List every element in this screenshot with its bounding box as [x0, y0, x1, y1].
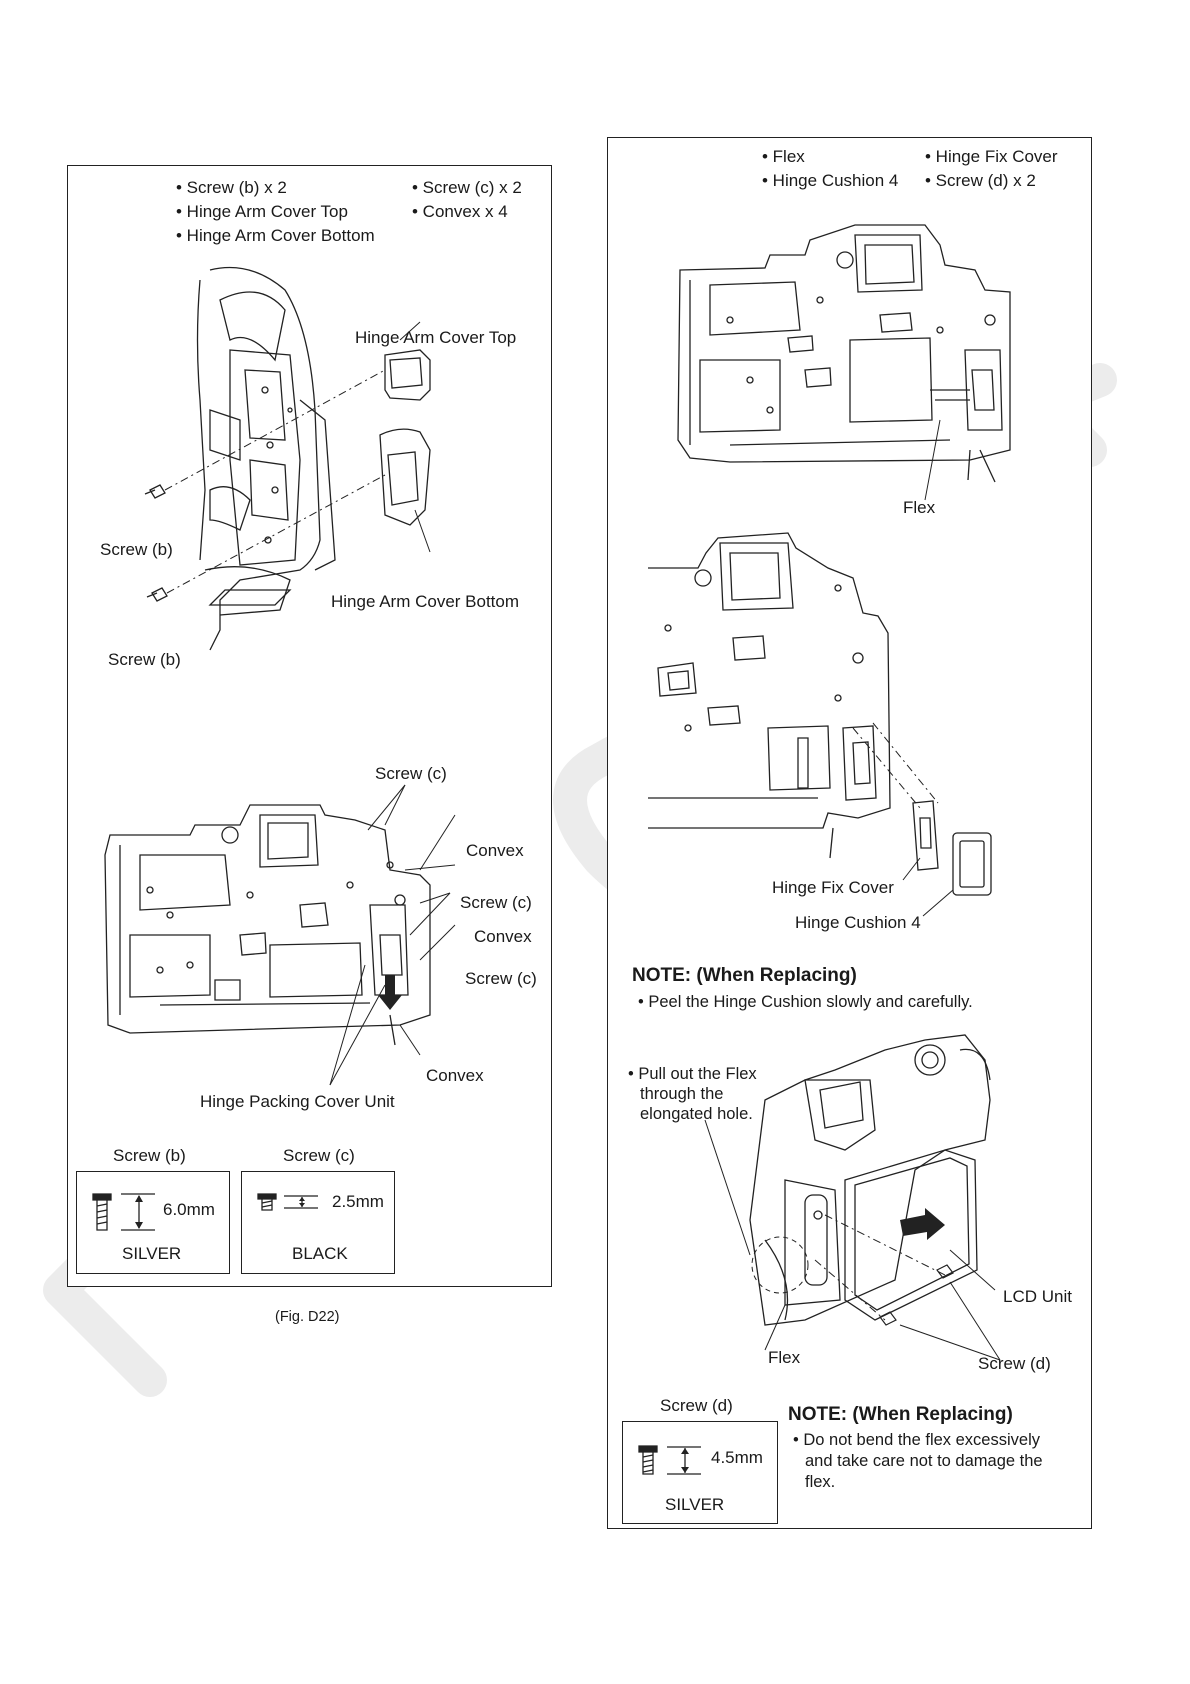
- screw-spec-box: 6.0mm SILVER: [76, 1171, 230, 1274]
- pointer-line: [700, 1120, 760, 1260]
- label-convex: Convex: [474, 927, 532, 946]
- spec-color: BLACK: [292, 1244, 348, 1263]
- label-hinge-fix-cover: Hinge Fix Cover: [772, 878, 894, 897]
- screw-spec-box: 2.5mm BLACK: [241, 1171, 395, 1274]
- spec-color: SILVER: [122, 1244, 182, 1263]
- pull-out-flex-note: • Pull out the Flex through the elongate…: [628, 1065, 757, 1123]
- parts-list-item: • Hinge Arm Cover Bottom: [176, 226, 375, 245]
- spec-title: Screw (b): [113, 1146, 186, 1165]
- parts-list-item: • Hinge Cushion 4: [762, 171, 899, 190]
- figure-caption: (Fig. D22): [275, 1309, 340, 1325]
- hinge-arm-drawing: [100, 260, 540, 680]
- label-screw-d: Screw (d): [978, 1354, 1051, 1373]
- parts-list-item: • Flex: [762, 147, 805, 166]
- camera-body-drawing: [100, 795, 460, 1055]
- label-convex: Convex: [426, 1066, 484, 1085]
- parts-list-item: • Convex x 4: [412, 202, 508, 221]
- parts-list-item: • Screw (b) x 2: [176, 178, 287, 197]
- spec-size: 4.5mm: [711, 1448, 763, 1467]
- screw-icon: [91, 1192, 171, 1236]
- camera-body-rear-drawing: [670, 220, 1020, 510]
- label-flex: Flex: [903, 498, 936, 517]
- note-title: NOTE: (When Replacing): [788, 1404, 1013, 1425]
- screw-icon: [637, 1444, 717, 1484]
- camera-body-detail-drawing: [648, 528, 1008, 868]
- label-flex: Flex: [768, 1348, 801, 1367]
- label-screw-b: Screw (b): [108, 650, 181, 669]
- parts-list-item: • Hinge Fix Cover: [925, 147, 1058, 166]
- spec-color: SILVER: [665, 1495, 725, 1514]
- spec-title: Screw (d): [660, 1396, 733, 1415]
- note-title: NOTE: (When Replacing): [632, 965, 857, 986]
- note-text: • Do not bend the flex excessively and t…: [793, 1431, 1043, 1491]
- spec-title: Screw (c): [283, 1146, 355, 1165]
- label-lcd-unit: LCD Unit: [1003, 1287, 1072, 1306]
- screw-spec-box: 4.5mm SILVER: [622, 1421, 778, 1524]
- label-screw-c: Screw (c): [465, 969, 537, 988]
- label-convex: Convex: [466, 841, 524, 860]
- label-hinge-cushion: Hinge Cushion 4: [795, 913, 921, 932]
- label-hinge-arm-cover-top: Hinge Arm Cover Top: [355, 328, 517, 347]
- spec-size: 2.5mm: [332, 1192, 384, 1211]
- label-hinge-packing-cover-unit: Hinge Packing Cover Unit: [200, 1092, 395, 1111]
- parts-list-item: • Screw (c) x 2: [412, 178, 522, 197]
- parts-list-item: • Screw (d) x 2: [925, 171, 1036, 190]
- lcd-unit-drawing: [745, 1020, 1025, 1340]
- label-screw-c: Screw (c): [460, 893, 532, 912]
- spec-size: 6.0mm: [163, 1200, 215, 1219]
- screw-icon: [256, 1192, 336, 1222]
- parts-list-item: • Hinge Arm Cover Top: [176, 202, 348, 221]
- label-screw-c: Screw (c): [375, 764, 447, 783]
- label-screw-b: Screw (b): [100, 540, 173, 559]
- left-instruction-panel: [67, 165, 552, 1287]
- label-hinge-arm-cover-bottom: Hinge Arm Cover Bottom: [331, 592, 520, 611]
- note-text: • Peel the Hinge Cushion slowly and care…: [638, 993, 973, 1011]
